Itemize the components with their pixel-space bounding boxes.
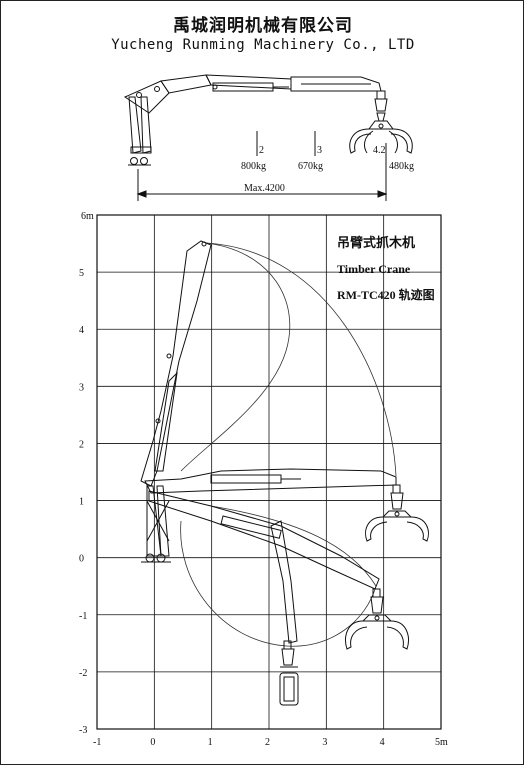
reach-envelope (180, 242, 397, 647)
x-tick-label: 0 (150, 737, 155, 748)
x-tick-label: 1 (208, 737, 213, 748)
y-axis-unit-label: 6m (81, 211, 94, 222)
max-reach-label: Max.4200 (244, 183, 285, 194)
y-tick-label: 1 (79, 497, 84, 508)
load-800kg: 800kg (241, 161, 266, 172)
x-tick-label: 2 (265, 737, 270, 748)
chart-title-cn: 吊臂式抓木机 (337, 235, 415, 250)
chart-title-model: RM-TC420 轨迹图 (337, 287, 435, 302)
y-tick-label: 5 (79, 268, 84, 279)
trajectory-chart: -1 0 1 2 3 4 5 4 3 2 1 0 -1 -2 -3 (79, 214, 442, 748)
load-480kg: 480kg (389, 161, 414, 172)
load-670kg: 670kg (298, 161, 323, 172)
y-tick-label: -1 (79, 611, 87, 622)
x-tick-label: 4 (380, 737, 385, 748)
x-tick-label: 3 (322, 737, 327, 748)
reach-label-2: 2 (259, 145, 264, 156)
reach-label-3: 3 (317, 145, 322, 156)
y-tick-label: -2 (79, 668, 87, 679)
y-tick-label: 3 (79, 382, 84, 393)
x-axis-unit-label: 5m (435, 737, 448, 748)
boom-horizontal (144, 468, 429, 542)
reach-label-4-2: 4.2 (373, 145, 386, 156)
y-tick-label: 2 (79, 439, 84, 450)
chart-title-en: Timber Crane (337, 262, 411, 276)
x-tick-label: -1 (93, 737, 101, 748)
company-name-cn: 禹城润明机械有限公司 (173, 16, 353, 36)
company-name-en: Yucheng Runming Machinery Co., LTD (111, 37, 415, 53)
boom-vertical (270, 520, 299, 706)
crane-column (141, 485, 171, 563)
crane-side-view (123, 74, 413, 201)
y-tick-label: 4 (79, 325, 84, 336)
y-tick-label: -3 (79, 725, 87, 736)
boom-raised (140, 240, 212, 487)
y-tick-label: 0 (79, 554, 84, 565)
boom-lowered (148, 490, 409, 650)
